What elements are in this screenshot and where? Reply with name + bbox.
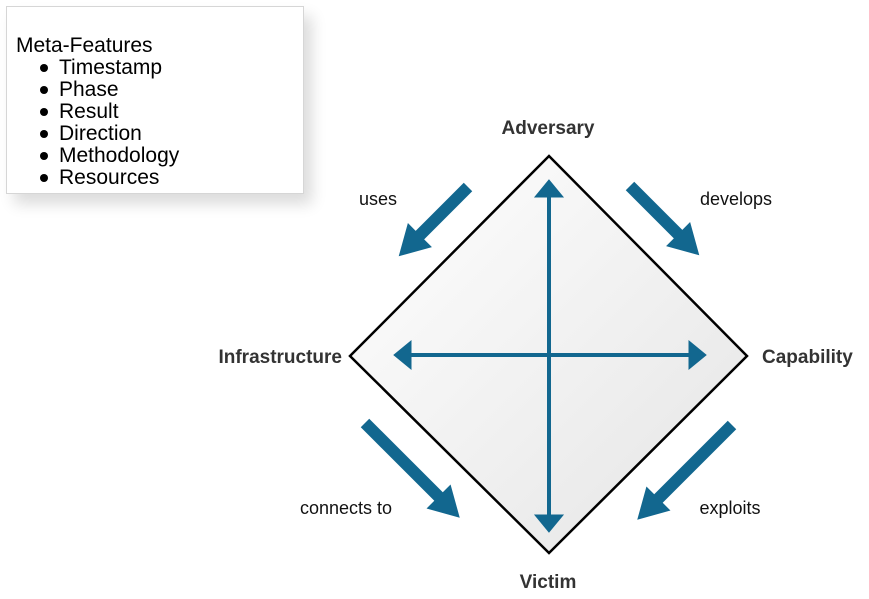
exploits-arrow <box>637 420 737 520</box>
meta-feature-item: Methodology <box>40 145 303 167</box>
node-victim: Victim <box>520 572 577 593</box>
meta-feature-item: Timestamp <box>40 57 303 79</box>
meta-features-list: Timestamp Phase Result Direction Methodo… <box>16 57 303 189</box>
meta-feature-item: Phase <box>40 79 303 101</box>
meta-features-title: Meta-Features <box>16 34 153 57</box>
edge-connects-to-label: connects to <box>300 498 392 518</box>
edge-develops-label: develops <box>700 189 772 209</box>
connects-to-arrow <box>360 418 460 518</box>
arrowhead-down <box>533 514 565 533</box>
meta-feature-item: Resources <box>40 167 303 189</box>
meta-feature-item: Direction <box>40 123 303 145</box>
uses-arrow <box>398 182 473 257</box>
edge-uses-label: uses <box>359 189 397 209</box>
internal-arrows <box>393 179 707 533</box>
arrowhead-right <box>688 339 707 371</box>
meta-features-box: Meta-Features Timestamp Phase Result Dir… <box>6 6 304 194</box>
meta-feature-item: Result <box>40 101 303 123</box>
arrowhead-up <box>533 179 565 198</box>
node-infrastructure: Infrastructure <box>218 347 342 368</box>
arrowhead-left <box>393 339 412 371</box>
node-adversary: Adversary <box>502 118 595 139</box>
develops-arrow <box>625 181 700 256</box>
node-capability: Capability <box>762 347 853 368</box>
edge-exploits-label: exploits <box>699 498 760 518</box>
